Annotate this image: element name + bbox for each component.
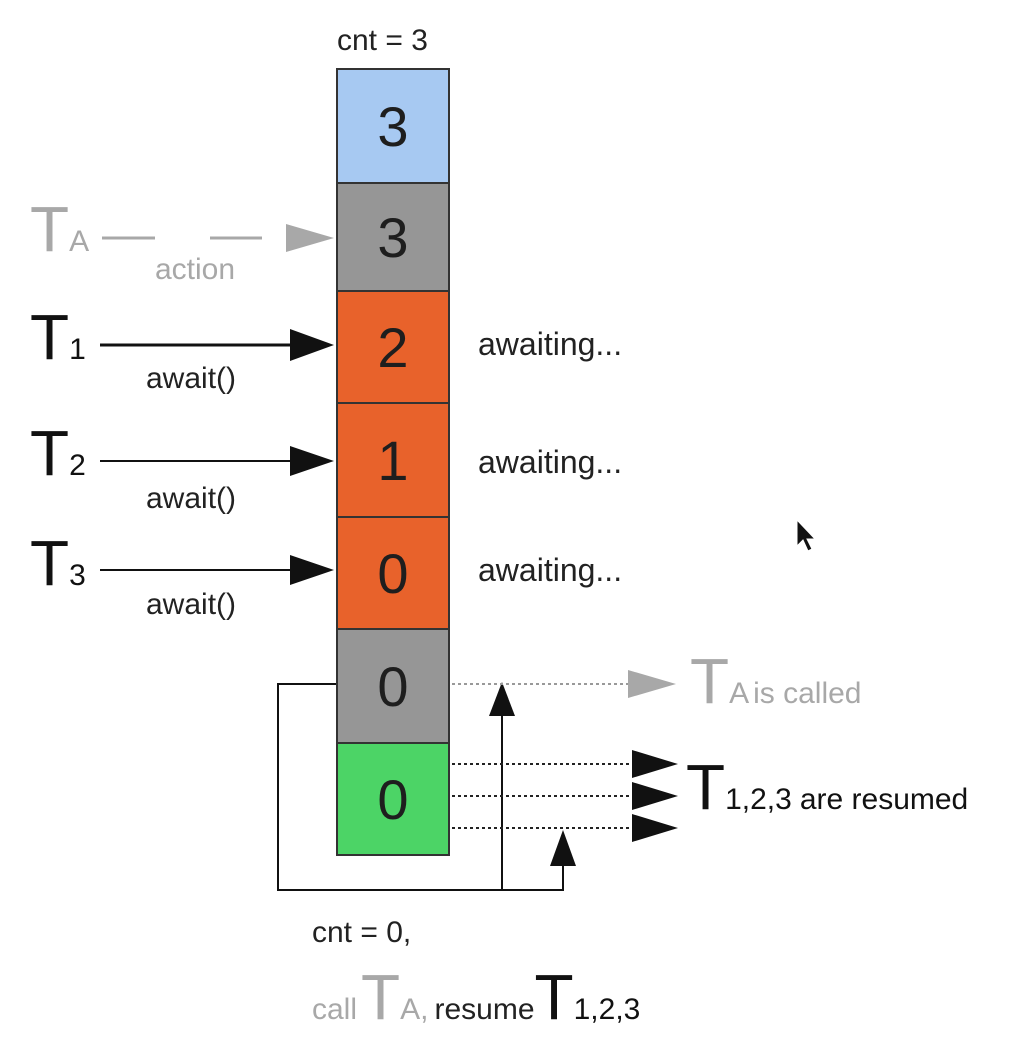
counter-cell-1: 3	[336, 182, 450, 292]
loop-arrow-up-1	[489, 682, 515, 716]
resumed-sub: 1,2,3	[725, 783, 792, 816]
called-text: is called	[753, 677, 862, 710]
thread-3-letter: T	[30, 527, 70, 599]
caption-call: call	[312, 993, 358, 1026]
caption-resume: resume	[434, 993, 535, 1026]
counter-title: cnt = 3	[337, 24, 428, 57]
action-label: action	[155, 253, 236, 286]
counter-value: 3	[377, 94, 409, 158]
thread-1-status: awaiting...	[478, 326, 623, 362]
loop-arrow-up-2	[550, 830, 576, 866]
thread-1-await-label: await()	[146, 362, 237, 395]
thread-3-label: T3	[30, 526, 86, 600]
mouse-cursor-icon	[796, 518, 817, 552]
counter-value: 0	[377, 767, 409, 831]
thread-1-letter: T	[30, 301, 70, 373]
called-arrow	[452, 670, 676, 698]
thread-2-sub: 2	[69, 449, 86, 482]
counter-cell-4: 0	[336, 516, 450, 630]
caption-line-2: callTA,resumeT1,2,3	[312, 960, 640, 1034]
caption-line-1: cnt = 0,	[312, 916, 412, 949]
thread-a-letter: T	[30, 193, 70, 265]
resumed-text: are resumed	[799, 783, 969, 816]
called-letter: T	[690, 645, 730, 717]
counter-cell-0: 3	[336, 68, 450, 184]
thread-2-letter: T	[30, 417, 70, 489]
caption-call-sub: A,	[400, 993, 429, 1026]
counter-cell-6: 0	[336, 742, 450, 856]
thread-3-sub: 3	[69, 559, 86, 592]
caption-resume-sub: 1,2,3	[573, 993, 641, 1026]
thread-a-sub: A	[69, 225, 90, 258]
thread-a-label: TA	[30, 192, 89, 266]
counter-value: 2	[377, 315, 409, 379]
thread-3-status: awaiting...	[478, 552, 623, 588]
thread-1-label: T1	[30, 300, 86, 374]
resume-arrows	[452, 750, 678, 842]
resumed-letter: T	[686, 751, 726, 823]
caption-resume-letter: T	[534, 961, 574, 1033]
thread-2-status: awaiting...	[478, 444, 623, 480]
caption-call-letter: T	[361, 961, 401, 1033]
t3-arrow	[100, 555, 334, 585]
counter-cell-2: 2	[336, 290, 450, 404]
thread-2-await-label: await()	[146, 482, 237, 515]
thread-1-sub: 1	[69, 333, 86, 366]
thread-3-await-label: await()	[146, 588, 237, 621]
counter-cell-5: 0	[336, 628, 450, 744]
reset-loop	[277, 683, 564, 891]
counter-value: 1	[377, 428, 409, 492]
called-sub: A	[729, 677, 750, 710]
action-arrow	[102, 224, 334, 252]
counter-value: 3	[377, 205, 409, 269]
t2-arrow	[100, 446, 334, 476]
counter-value: 0	[377, 541, 409, 605]
counter-value: 0	[377, 654, 409, 718]
thread-2-label: T2	[30, 416, 86, 490]
t1-arrow	[100, 329, 334, 361]
